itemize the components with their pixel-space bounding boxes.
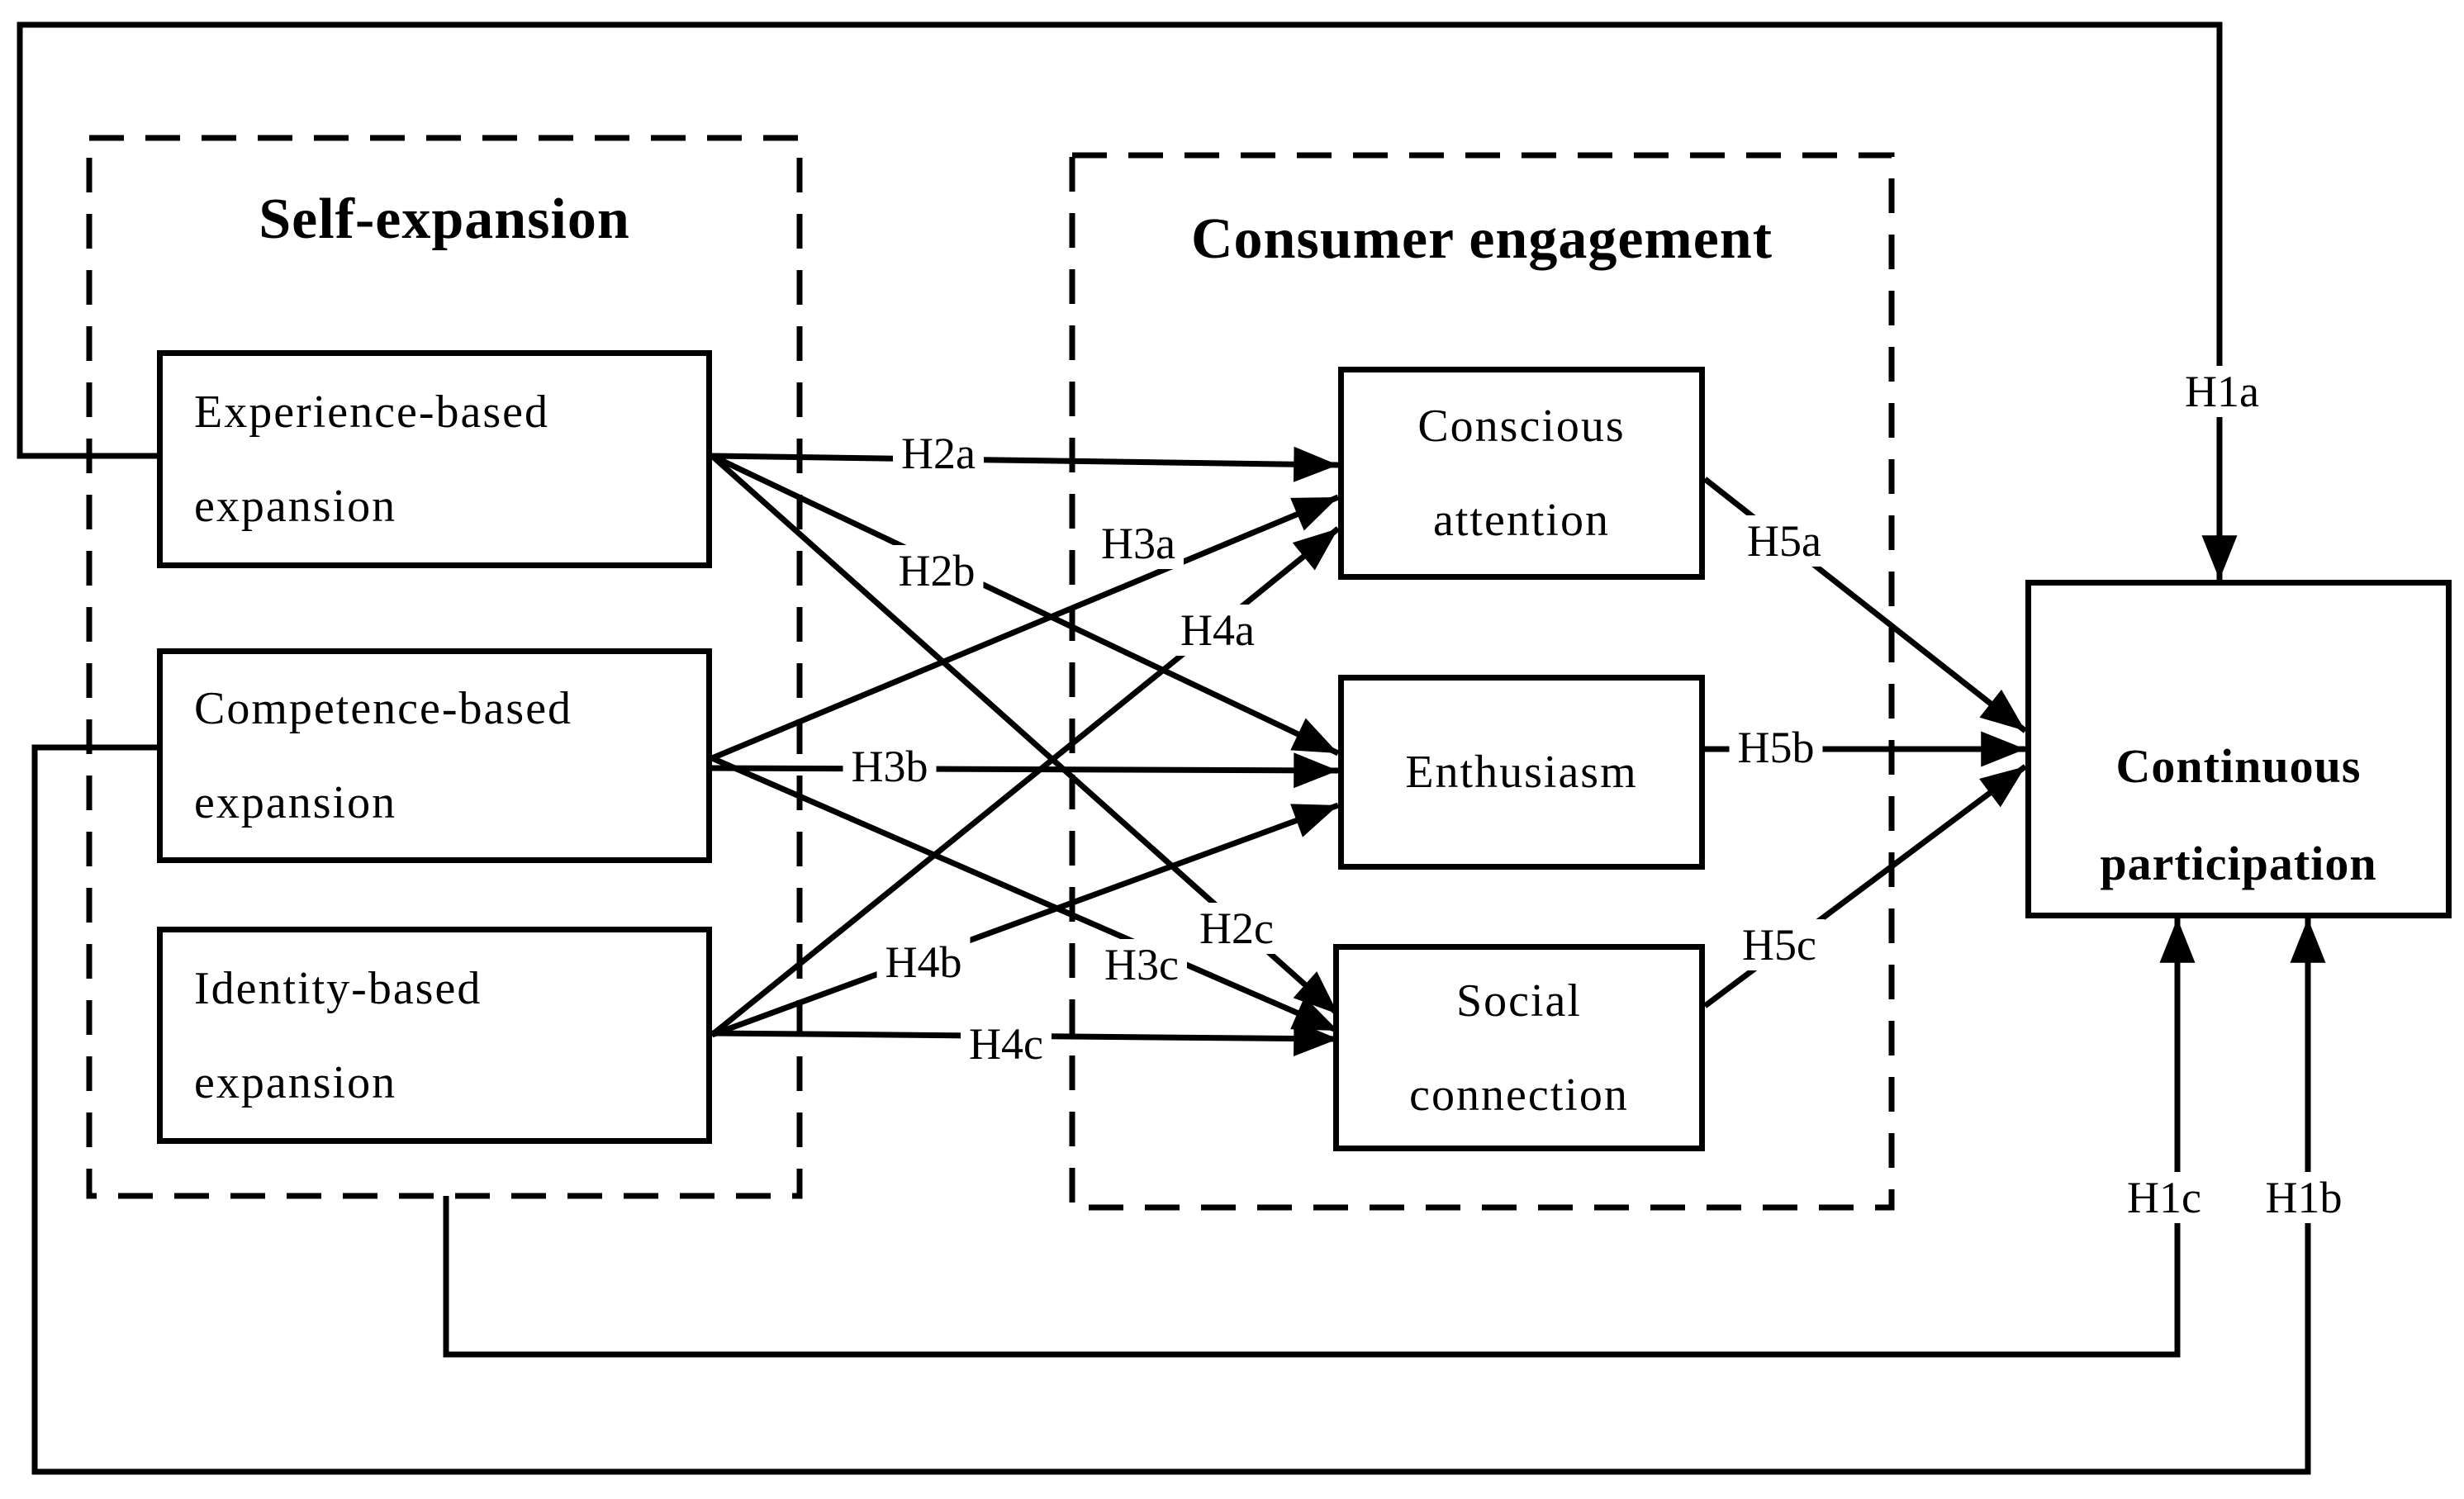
node-competence-based-expansion: Competence-based expansion xyxy=(157,648,712,863)
node-conscious-attention: Conscious attention xyxy=(1338,367,1705,580)
hypothesis-label-h4c: H4c xyxy=(961,1018,1052,1070)
hypothesis-label-h4a: H4a xyxy=(1172,605,1263,656)
node-identity-based-expansion: Identity-based expansion xyxy=(157,927,712,1144)
node-label-line: participation xyxy=(2100,837,2377,890)
self-expansion-group-title: Self-expansion xyxy=(259,187,630,251)
node-label-line: Social xyxy=(1456,975,1582,1027)
node-label-line: Continuous xyxy=(2115,739,2362,793)
node-label-line: Enthusiasm xyxy=(1405,747,1638,798)
arrow-h2a xyxy=(711,446,1339,482)
self-expansion-group-border xyxy=(86,135,803,1199)
arrow-h4b xyxy=(710,802,1340,1038)
node-label-line: Competence-based xyxy=(194,683,573,734)
arrow-h1a xyxy=(17,21,2238,580)
node-label-line: expansion xyxy=(194,481,397,532)
hypothesis-label-h5b: H5b xyxy=(1729,722,1823,773)
arrow-h3c xyxy=(710,755,1340,1034)
hypothesis-label-h5a: H5a xyxy=(1739,515,1830,567)
hypothesis-label-h4b: H4b xyxy=(876,937,971,988)
node-label-line: Conscious xyxy=(1417,401,1626,452)
hypothesis-label-h1c: H1c xyxy=(2119,1172,2210,1223)
node-experience-based-expansion: Experience-based expansion xyxy=(157,350,712,568)
arrow-h1b xyxy=(31,744,2326,1475)
node-label-line: connection xyxy=(1409,1069,1629,1121)
node-label-line: expansion xyxy=(194,777,397,828)
hypothesis-label-h1b: H1b xyxy=(2257,1172,2351,1223)
consumer-engagement-group-title: Consumer engagement xyxy=(1190,207,1773,271)
arrow-h1c xyxy=(443,918,2196,1358)
hypothesis-label-h3a: H3a xyxy=(1093,518,1184,569)
node-label-line: expansion xyxy=(194,1056,397,1108)
node-enthusiasm: Enthusiasm xyxy=(1338,675,1705,870)
hypothesis-label-h5c: H5c xyxy=(1734,919,1825,970)
node-social-connection: Social connection xyxy=(1333,944,1705,1151)
hypothesis-label-h2b: H2b xyxy=(890,545,984,596)
hypothesis-label-h1a: H1a xyxy=(2177,366,2267,417)
hypothesis-label-h2c: H2c xyxy=(1191,903,1282,954)
node-label-line: Identity-based xyxy=(194,962,482,1014)
hypothesis-label-h2a: H2a xyxy=(893,428,984,479)
consumer-engagement-group-border xyxy=(1069,152,1895,1211)
node-label-line: attention xyxy=(1433,495,1610,546)
arrow-h2b xyxy=(710,453,1340,757)
hypothesis-label-h3c: H3c xyxy=(1096,939,1187,990)
arrow-h3a xyxy=(710,494,1340,761)
node-label-line: Experience-based xyxy=(194,387,549,438)
arrow-h3b xyxy=(711,752,1339,789)
hypothesis-label-h3b: H3b xyxy=(843,741,937,792)
node-continuous-participation: Continuous participation xyxy=(2025,580,2452,918)
